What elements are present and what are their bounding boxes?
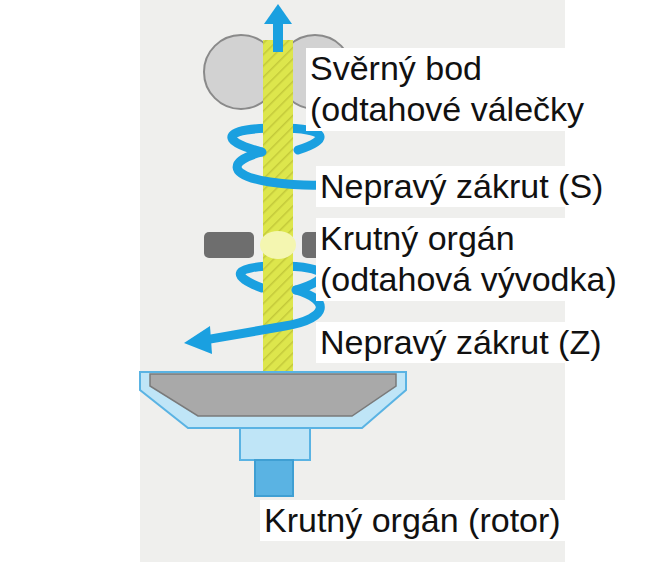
part-label: Svěrný bod (odtahové válečky <box>306 48 614 131</box>
take-off-arrow <box>273 22 283 52</box>
part-label: Nepravý zákrut (S) <box>316 166 607 207</box>
part-label: Krutný orgán (odtahová vývodka) <box>316 218 634 301</box>
navel-gap <box>260 231 296 259</box>
take-off-arrow <box>264 4 292 24</box>
rotor-shaft <box>255 460 293 496</box>
rotor-hub <box>240 428 310 460</box>
navel-block <box>204 232 254 258</box>
part-label: Krutný orgán (rotor) <box>260 500 565 541</box>
rotor-inner <box>150 374 396 416</box>
part-label: Nepravý zákrut (Z) <box>316 322 606 363</box>
rotor-cup <box>140 372 406 428</box>
twist-arrow-z-head <box>184 326 212 354</box>
twist-arrow-z <box>205 290 320 340</box>
